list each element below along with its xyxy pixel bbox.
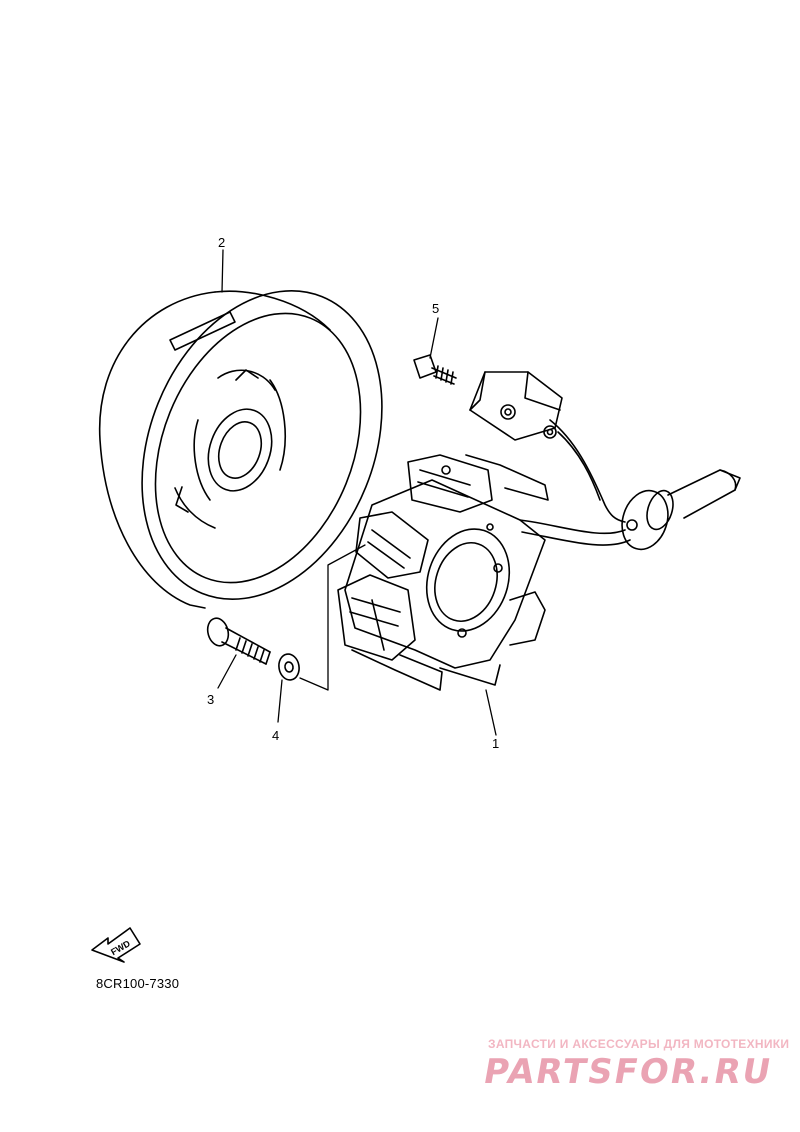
watermark-logo: PARTSFOR.RU	[480, 1052, 776, 1092]
callout-5: 5	[432, 301, 439, 316]
callout-2: 2	[218, 235, 225, 250]
screw-part-5	[413, 354, 457, 385]
stator-assembly	[337, 419, 741, 691]
watermark-tagline: ЗАПЧАСТИ И АКСЕССУАРЫ ДЛЯ МОТОТЕХНИКИ	[488, 1037, 790, 1051]
diagram-code: 8CR100-7330	[96, 976, 180, 991]
callout-1: 1	[492, 736, 499, 751]
washer-part-4	[278, 653, 300, 681]
callout-3: 3	[207, 692, 214, 707]
leader-lines	[217, 249, 497, 736]
callout-4: 4	[272, 728, 279, 743]
flywheel-rotor	[98, 290, 383, 609]
fwd-arrow-icon	[91, 927, 141, 963]
pickup-coil	[469, 371, 563, 441]
bolt-part-3	[206, 617, 271, 665]
